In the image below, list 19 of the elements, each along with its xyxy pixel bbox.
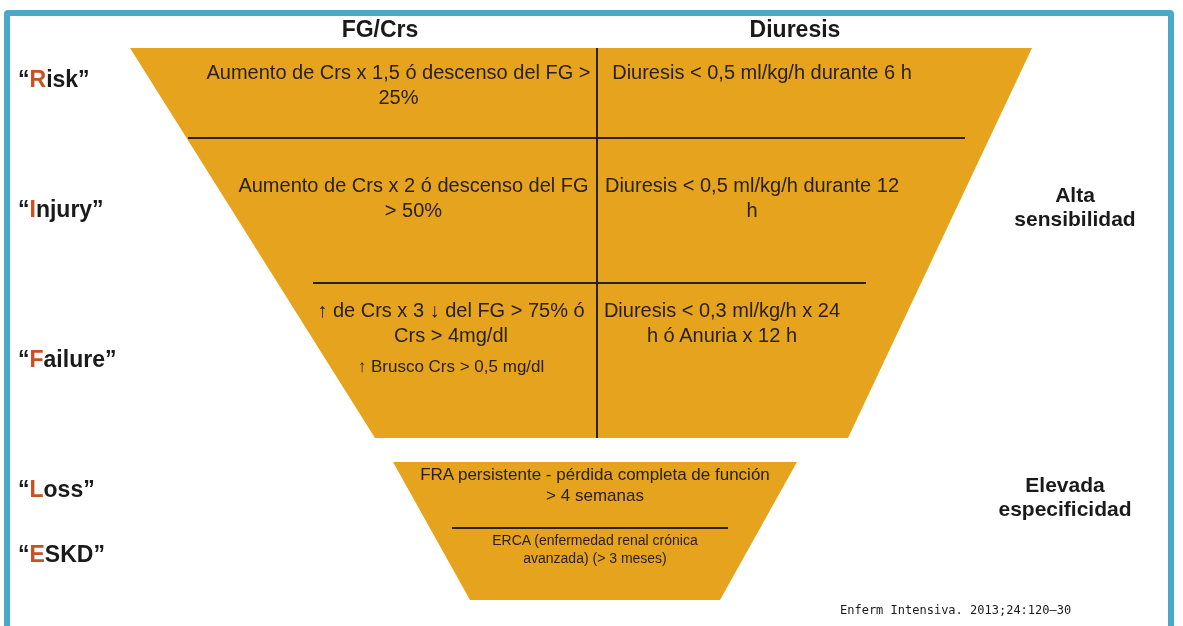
criteria-text: ↑ Brusco Crs > 0,5 mg/dl: [357, 356, 545, 378]
stage-label: “Injury”: [18, 196, 104, 223]
column-header: FG/Crs: [340, 16, 420, 43]
criteria-text: Diuresis < 0,5 ml/kg/h durante 12 h: [603, 173, 900, 223]
criteria-text: FRA persistente - pérdida completa de función > 4 semanas: [419, 464, 771, 507]
category-label: Alta sensibilidad: [1013, 183, 1137, 231]
category-label: Elevada especificidad: [997, 473, 1133, 521]
criteria-text: ↑ de Crs x 3 ↓ del FG > 75% ó Crs > 4mg/dl: [316, 298, 586, 348]
column-header: Diuresis: [748, 16, 842, 43]
stage-label: “Risk”: [18, 66, 90, 93]
stage-label: “Failure”: [18, 346, 117, 373]
stage-label: “ESKD”: [18, 541, 105, 568]
citation-text: Enferm Intensiva. 2013;24:120–30: [840, 603, 1072, 617]
criteria-text: Aumento de Crs x 2 ó descenso del FG > 50%: [237, 173, 590, 223]
criteria-text: Aumento de Crs x 1,5 ó descenso del FG > 25%: [205, 60, 592, 110]
criteria-text: Diuresis < 0,3 ml/kg/h x 24 h ó Anuria x 12 h: [602, 298, 842, 348]
stage-label: “Loss”: [18, 476, 95, 503]
criteria-text: Diuresis < 0,5 ml/kg/h durante 6 h: [612, 60, 912, 85]
criteria-text: ERCA (enfermedad renal crónica avanzada) (> 3 meses): [491, 532, 699, 567]
